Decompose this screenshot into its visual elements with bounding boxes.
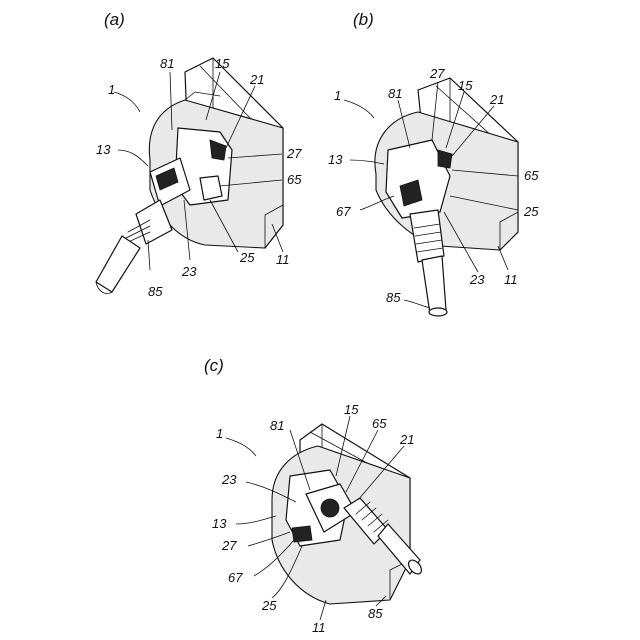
panel-c-label: (c)	[204, 356, 224, 375]
ref-b-65: 65	[524, 168, 539, 183]
ref-a-81: 81	[160, 56, 174, 71]
panel-c: (c) 1 81 15 65 21	[204, 356, 424, 635]
leader-c-11	[320, 600, 326, 620]
leader-a-13	[118, 150, 148, 166]
ref-b-21: 21	[489, 92, 504, 107]
latch-catch	[200, 176, 222, 200]
ref-b-27: 27	[429, 66, 445, 81]
ref-b-15: 15	[458, 78, 473, 93]
ref-c-21: 21	[399, 432, 414, 447]
ref-c-67: 67	[228, 570, 243, 585]
leader-c-13	[236, 516, 276, 524]
leader-b-85	[404, 300, 430, 308]
ref-b-67: 67	[336, 204, 351, 219]
panel-b-label: (b)	[353, 10, 374, 29]
cable-end	[429, 308, 447, 316]
panel-b: (b) 1 81 27 15 21 13	[328, 10, 539, 316]
cable	[96, 236, 140, 292]
ref-c-15: 15	[344, 402, 359, 417]
ref-c-11: 11	[312, 620, 326, 635]
ref-a-1: 1	[108, 82, 115, 97]
ref-b-25: 25	[523, 204, 539, 219]
ref-c-25: 25	[261, 598, 277, 613]
ref-c-27: 27	[221, 538, 237, 553]
ref-c-85: 85	[368, 606, 383, 621]
ref-a-23: 23	[181, 264, 197, 279]
leader-c-1	[226, 438, 256, 456]
ref-c-13: 13	[212, 516, 227, 531]
panel-a-label: (a)	[104, 10, 125, 29]
latch-catch	[292, 526, 312, 542]
connector-latch	[321, 499, 339, 517]
ref-c-81: 81	[270, 418, 284, 433]
ref-b-13: 13	[328, 152, 343, 167]
ref-b-1: 1	[334, 88, 341, 103]
ref-a-21: 21	[249, 72, 264, 87]
ref-b-81: 81	[388, 86, 402, 101]
ref-a-27: 27	[286, 146, 302, 161]
ref-a-85: 85	[148, 284, 163, 299]
leader-a-1	[114, 92, 140, 112]
ref-c-23: 23	[221, 472, 237, 487]
ref-c-65: 65	[372, 416, 387, 431]
cable	[422, 256, 446, 314]
ref-c-1: 1	[216, 426, 223, 441]
ref-b-23: 23	[469, 272, 485, 287]
leader-b-11	[498, 246, 508, 270]
ref-b-11: 11	[504, 272, 518, 287]
panel-a: (a) 1 81 15 21	[96, 10, 302, 299]
leader-b-1	[344, 100, 374, 118]
leader-a-85	[148, 240, 150, 270]
ref-a-15: 15	[215, 56, 230, 71]
ref-b-85: 85	[386, 290, 401, 305]
ref-a-65: 65	[287, 172, 302, 187]
ref-a-25: 25	[239, 250, 255, 265]
ref-a-13: 13	[96, 142, 111, 157]
ref-a-11: 11	[276, 252, 290, 267]
